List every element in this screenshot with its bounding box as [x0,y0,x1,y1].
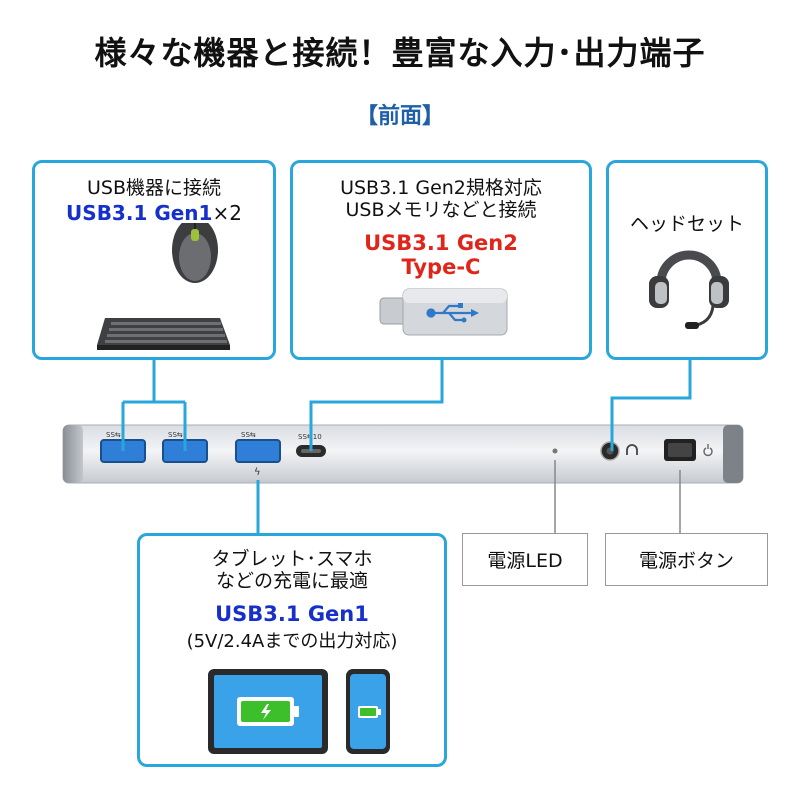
callout-usb-c: USB3.1 Gen2規格対応 USBメモリなどと接続 USB3.1 Gen2 … [290,160,592,360]
charging-spec: USB3.1 Gen1 [215,602,369,626]
mouse-keyboard-illustration [97,223,230,350]
keyboard-icon [97,318,230,350]
headset-icon [649,250,729,329]
power-button-label: 電源ボタン [605,533,768,586]
power-button [664,439,713,461]
usb-a-port-charging: SS⇆ ϟ [235,431,281,478]
usb-c-memory-icon [379,288,508,336]
callout-usb-gen1: USB機器に接続 USB3.1 Gen1×2 [32,160,276,360]
svg-text:SS⇆: SS⇆ [241,431,256,439]
callout-charging-line1: タブレット･スマホ [211,548,373,570]
callout-headset-text: ヘッドセット [629,213,744,235]
callout-usb-gen1-text: USB機器に接続 [86,177,221,199]
usb-c-spec-line1: USB3.1 Gen2 [364,231,518,255]
page-title: 様々な機器と接続！豊富な入力･出力端子 [94,34,706,72]
power-led [552,448,558,454]
svg-text:ϟ: ϟ [254,467,261,478]
callout-charging: タブレット･スマホ などの充電に最適 USB3.1 Gen1 (5V/2.4Aま… [137,533,447,767]
power-led-label: 電源LED [462,533,588,586]
callout-headset: ヘッドセット [606,160,768,360]
audio-jack [600,441,638,461]
usb-c-spec-line2: Type-C [401,255,481,279]
mouse-icon [172,223,218,283]
callout-usb-c-line2: USBメモリなどと接続 [345,199,537,221]
section-title-front: 【前面】 [355,104,444,129]
tablet-battery-icon [208,669,328,754]
usb-gen1-spec: USB3.1 Gen1 [66,201,213,225]
svg-text:SS⇆: SS⇆ [106,431,121,439]
callout-usb-c-line1: USB3.1 Gen2規格対応 [340,177,542,199]
usb-gen1-multiplier: ×2 [212,201,242,225]
smartphone-battery-icon [346,669,390,754]
charging-output-note: (5V/2.4Aまでの出力対応) [186,631,398,652]
docking-station [62,424,744,484]
callout-charging-line2: などの充電に最適 [215,570,368,592]
svg-text:SS⇆: SS⇆ [168,431,183,439]
device-battery-illustration [208,669,390,754]
